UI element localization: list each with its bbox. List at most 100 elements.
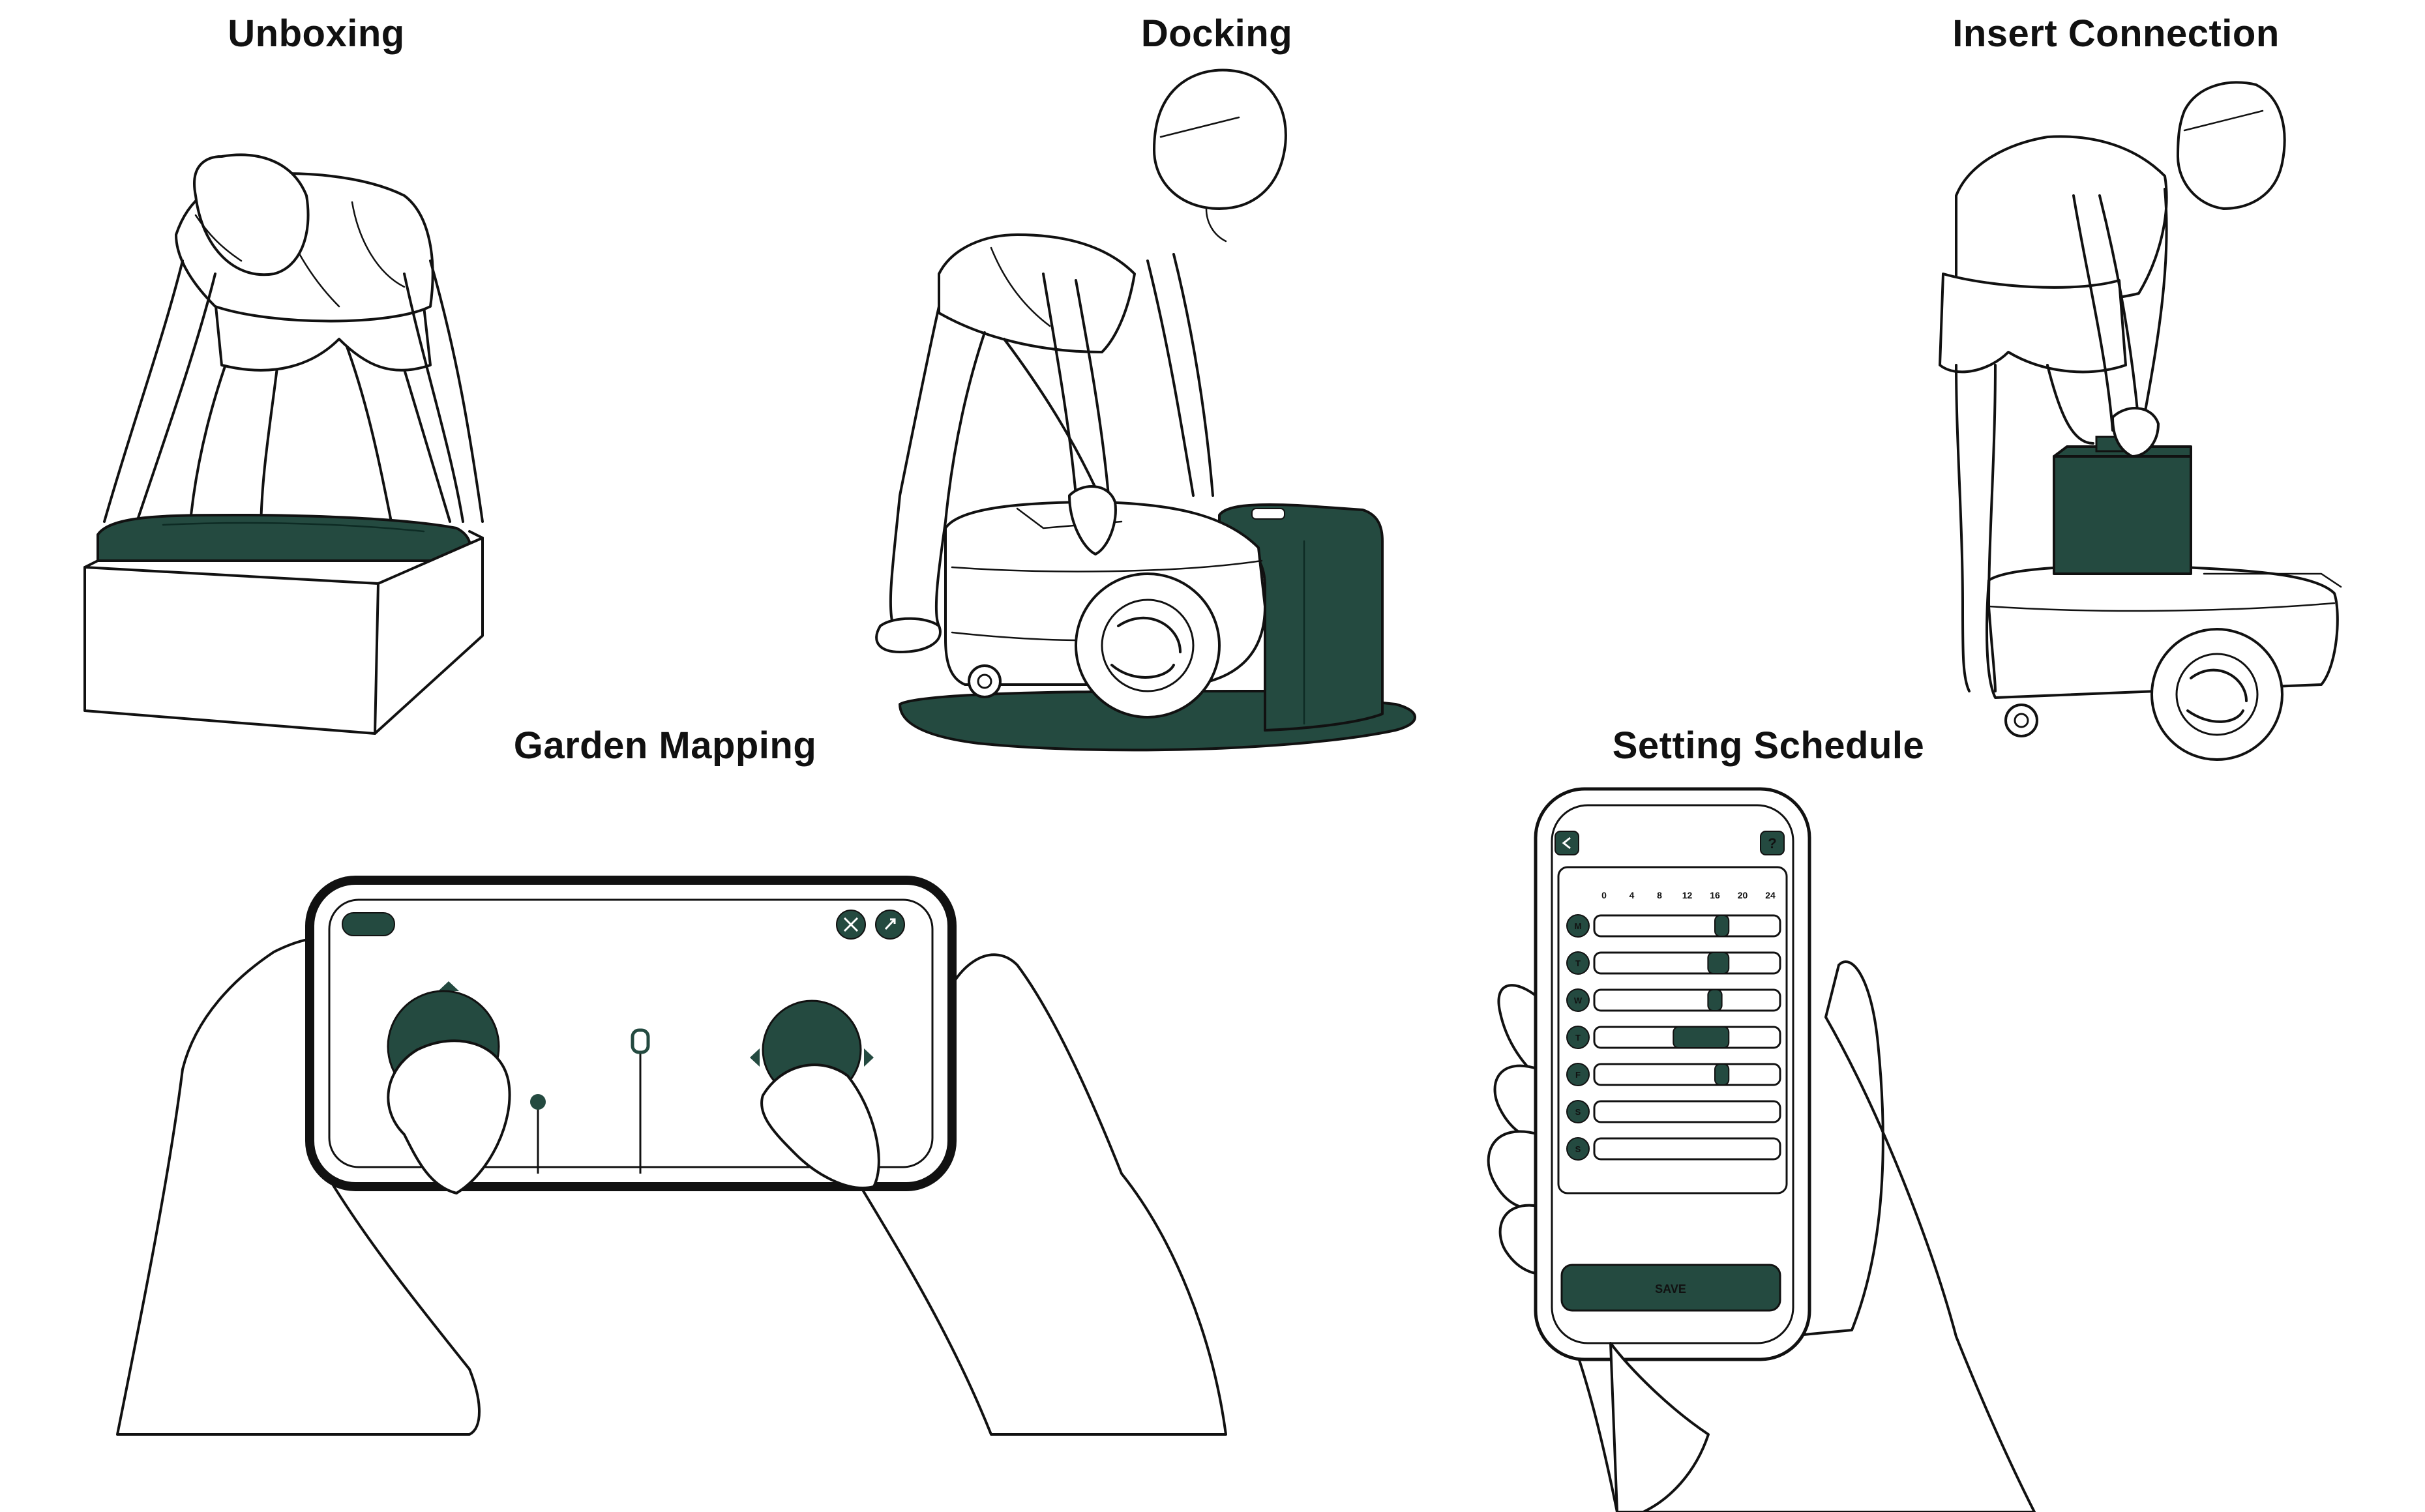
person-head bbox=[193, 153, 310, 276]
wheel-hub bbox=[2175, 653, 2259, 736]
day-badge bbox=[1566, 1026, 1590, 1049]
step-title-unboxing: Unboxing bbox=[228, 12, 405, 55]
mower-caster bbox=[968, 664, 1002, 698]
hour-tick-label: 4 bbox=[1629, 890, 1635, 900]
hour-tick-label: 0 bbox=[1601, 890, 1607, 900]
robot-position-icon bbox=[631, 1028, 650, 1054]
day-label: T bbox=[1575, 1033, 1581, 1043]
schedule-slot[interactable] bbox=[1714, 915, 1730, 937]
person-arm bbox=[1172, 253, 1214, 497]
shirt-fold bbox=[990, 246, 1051, 327]
mower-marker bbox=[530, 1094, 546, 1110]
schedule-track[interactable] bbox=[1593, 1100, 1781, 1123]
person-hand bbox=[1068, 485, 1117, 556]
day-badge bbox=[1566, 951, 1590, 975]
person-hand bbox=[2111, 407, 2160, 458]
person-arm bbox=[1146, 259, 1195, 497]
day-badge bbox=[1566, 1100, 1590, 1123]
person-leg bbox=[2046, 364, 2094, 445]
person-shoe bbox=[875, 617, 942, 653]
hour-tick-label: 20 bbox=[1738, 890, 1748, 900]
wheel-hub bbox=[1101, 599, 1195, 692]
day-label: F bbox=[1575, 1070, 1581, 1080]
person-hair bbox=[2183, 110, 2264, 132]
person-torso bbox=[1955, 135, 2168, 302]
station-slot bbox=[1251, 508, 1285, 520]
caster-hub bbox=[2014, 713, 2029, 728]
mower-caster bbox=[2004, 704, 2038, 737]
back-icon[interactable] bbox=[1555, 831, 1579, 855]
person-leg bbox=[889, 305, 940, 627]
person-arm bbox=[2098, 194, 2140, 425]
mower-wheel bbox=[1075, 572, 1221, 719]
person-arm-left bbox=[136, 273, 216, 523]
shirt-fold bbox=[351, 201, 406, 288]
schedule-track[interactable] bbox=[1593, 951, 1781, 975]
step-title-mapping: Garden Mapping bbox=[513, 724, 817, 767]
hour-tick-labels: 0 4 8 12 16 20 24 bbox=[1601, 890, 1776, 900]
person-arm bbox=[1042, 273, 1077, 497]
battery-pack bbox=[2053, 455, 2192, 575]
menu-pill-icon[interactable] bbox=[342, 912, 395, 936]
hour-tick-label: 8 bbox=[1657, 890, 1662, 900]
person-arm bbox=[2072, 194, 2114, 432]
person-shorts bbox=[1939, 273, 2127, 374]
person-hair bbox=[1159, 116, 1240, 138]
save-button[interactable] bbox=[1560, 1264, 1781, 1312]
mower-line bbox=[951, 559, 1263, 572]
day-label: M bbox=[1575, 921, 1582, 931]
help-icon[interactable] bbox=[1760, 831, 1785, 855]
mower-in-box bbox=[97, 514, 472, 562]
mower-line bbox=[1987, 602, 2336, 612]
day-badge bbox=[1566, 988, 1590, 1012]
hour-tick-label: 16 bbox=[1710, 890, 1720, 900]
person-head bbox=[1153, 68, 1287, 210]
person-leg bbox=[1955, 364, 1971, 692]
schedule-track[interactable] bbox=[1593, 1063, 1781, 1086]
schedule-slot[interactable] bbox=[1707, 952, 1730, 974]
person-ear bbox=[194, 214, 243, 262]
day-label: S bbox=[1575, 1107, 1581, 1117]
step-title-insert: Insert Connection bbox=[1952, 12, 2280, 55]
wheel-spokes bbox=[2186, 668, 2248, 723]
day-badge bbox=[1566, 914, 1590, 938]
day-label: S bbox=[1575, 1144, 1581, 1154]
hour-tick-label: 24 bbox=[1765, 890, 1776, 900]
person-torso bbox=[938, 233, 1136, 353]
schedule-track[interactable] bbox=[1593, 914, 1781, 938]
day-row[interactable]: S bbox=[1566, 1137, 1781, 1161]
person-head bbox=[2177, 81, 2286, 210]
joystick-arrow-up-icon bbox=[438, 981, 459, 991]
mower-top-detail bbox=[2203, 572, 2342, 588]
right-thumb bbox=[760, 1063, 880, 1189]
day-row[interactable]: F bbox=[1566, 1063, 1781, 1086]
step-title-schedule: Setting Schedule bbox=[1612, 724, 1925, 767]
left-thumb bbox=[387, 1039, 511, 1194]
person-arm bbox=[1075, 279, 1110, 497]
step-title-docking: Docking bbox=[1140, 12, 1293, 55]
person-leg bbox=[1003, 338, 1103, 503]
day-row[interactable]: T bbox=[1566, 951, 1781, 975]
person-neck bbox=[1205, 207, 1227, 243]
schedule-track[interactable] bbox=[1593, 1137, 1781, 1161]
schedule-slot[interactable] bbox=[1707, 989, 1723, 1011]
cardboard-box bbox=[83, 537, 484, 735]
schedule-slot[interactable] bbox=[1673, 1026, 1730, 1048]
day-label: W bbox=[1574, 996, 1583, 1005]
person-leg bbox=[934, 331, 986, 627]
schedule-track[interactable] bbox=[1593, 988, 1781, 1012]
day-row[interactable]: S bbox=[1566, 1100, 1781, 1123]
wheel-spokes bbox=[1110, 616, 1182, 679]
joystick-arrow-right-icon bbox=[864, 1048, 874, 1067]
docking-illustration bbox=[875, 68, 1416, 752]
day-row[interactable]: W bbox=[1566, 988, 1781, 1012]
schedule-slot[interactable] bbox=[1714, 1063, 1730, 1086]
day-row[interactable]: T bbox=[1566, 1026, 1781, 1049]
day-badge bbox=[1566, 1137, 1590, 1161]
day-row[interactable]: M bbox=[1566, 914, 1781, 938]
thumb bbox=[1609, 1342, 1710, 1512]
hour-tick-label: 12 bbox=[1682, 890, 1693, 900]
mower-wheel bbox=[2150, 628, 2284, 761]
